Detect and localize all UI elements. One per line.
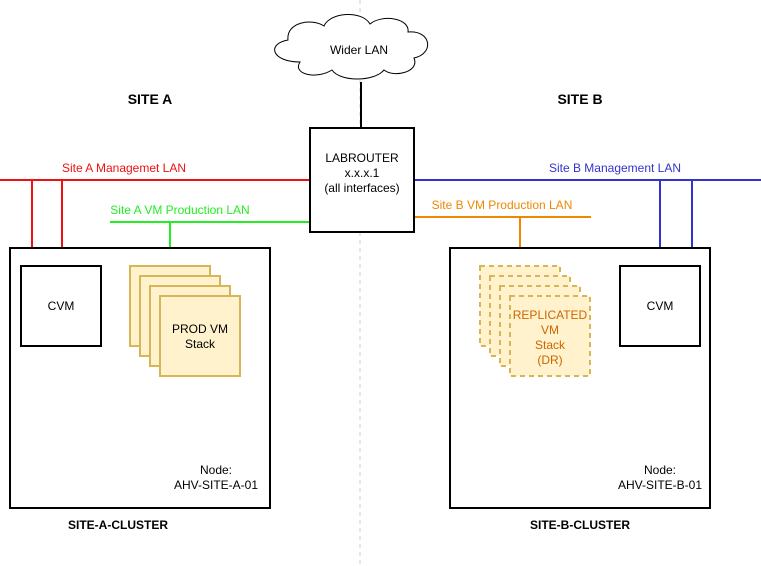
prod-vm-label-1: PROD VM	[172, 322, 228, 336]
site-b-mgmt-lan: Site B Management LAN	[414, 161, 761, 266]
router-note: (all interfaces)	[324, 181, 399, 195]
site-a-cvm-box	[20, 265, 102, 347]
dr-vm-label-3: Stack	[535, 338, 566, 352]
site-a-title: SITE A	[128, 91, 173, 107]
wider-lan-cloud: Wider LAN	[274, 14, 429, 80]
site-b-title: SITE B	[557, 91, 602, 107]
site-b-cluster-label: SITE-B-CLUSTER	[530, 518, 630, 532]
site-a-cluster-label: SITE-A-CLUSTER	[68, 518, 168, 532]
site-b-vm-lan-label: Site B VM Production LAN	[432, 198, 573, 212]
site-b-cvm-label: CVM	[647, 299, 674, 313]
site-b-node-label: Node:	[644, 463, 676, 477]
site-a-node-label: Node:	[200, 463, 232, 477]
labrouter: LABROUTER x.x.x.1 (all interfaces)	[309, 127, 415, 233]
prod-vm-label-2: Stack	[185, 337, 216, 351]
cloud-label: Wider LAN	[330, 43, 388, 57]
site-b-replicated-vm-stack: REPLICATED VM Stack (DR)	[479, 265, 591, 377]
site-a-mgmt-lan-label: Site A Managemet LAN	[62, 161, 186, 175]
site-b-mgmt-lan-label: Site B Management LAN	[549, 161, 681, 175]
site-a-node-name: AHV-SITE-A-01	[174, 478, 258, 492]
site-a-cluster: CVM PROD VM Stack Node: AHV-SITE-A-01	[9, 247, 271, 509]
site-a-prod-vm-stack: PROD VM Stack	[129, 265, 241, 377]
dr-vm-label-2: VM	[541, 323, 559, 337]
site-b-cluster: CVM REPLICATED VM Stack (DR) Node: AHV-S…	[449, 247, 711, 509]
router-ip: x.x.x.1	[345, 166, 380, 180]
dr-vm-label-4: (DR)	[537, 353, 562, 367]
site-a-cvm-label: CVM	[48, 299, 75, 313]
site-b-cvm-box	[619, 265, 701, 347]
dr-vm-label-1: REPLICATED	[513, 308, 588, 322]
router-name: LABROUTER	[325, 151, 399, 165]
site-b-node-name: AHV-SITE-B-01	[618, 478, 702, 492]
site-a-vm-lan-label: Site A VM Production LAN	[110, 203, 249, 217]
